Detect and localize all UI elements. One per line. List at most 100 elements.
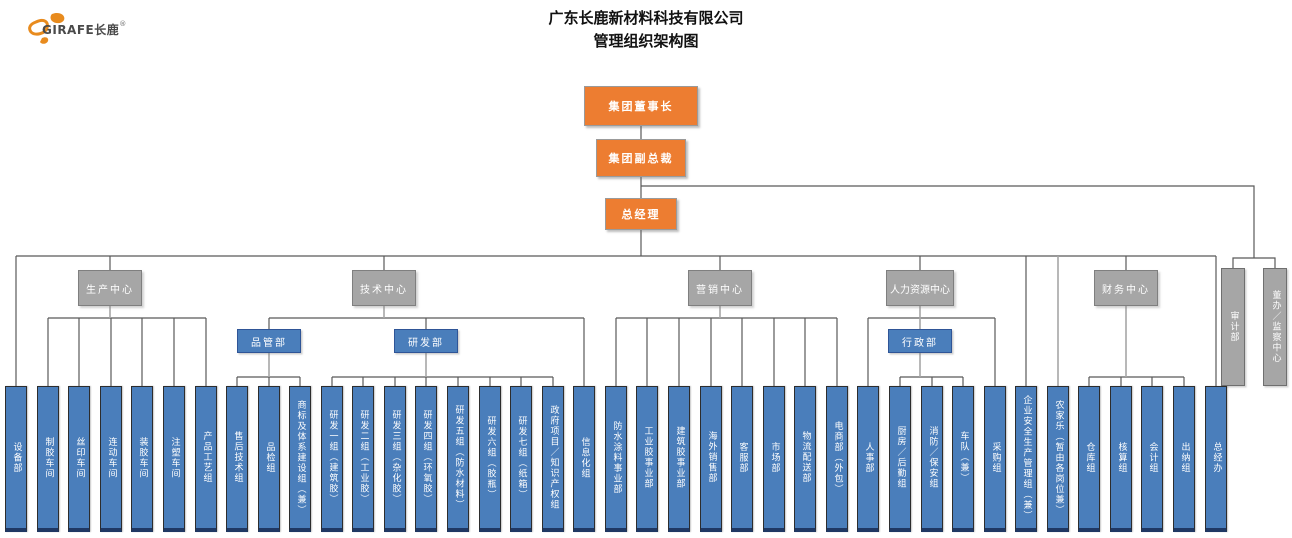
dept-label: 信息化组 xyxy=(579,436,590,479)
dept-label: 制胶车间 xyxy=(43,436,54,479)
dept-box: 建筑胶事业部 xyxy=(668,386,690,532)
node-label: 董办／监察中心 xyxy=(1270,290,1281,364)
registered-mark: ® xyxy=(119,20,127,28)
dept-label: 核算组 xyxy=(1116,441,1127,474)
dept-label: 研发五组（防水材料） xyxy=(453,405,464,510)
dept-box: 电商部（外包） xyxy=(826,386,848,532)
dept-box: 厨房／后勤组 xyxy=(889,386,911,532)
dept-box: 会计组 xyxy=(1141,386,1163,532)
dept-label: 采购组 xyxy=(990,441,1001,474)
dept-box: 核算组 xyxy=(1110,386,1132,532)
node-group-chairman: 集团董事长 xyxy=(584,86,698,126)
dept-label: 研发七组（纸箱） xyxy=(516,415,527,500)
dept-label: 消防／保安组 xyxy=(927,426,938,489)
dept-label: 电商部（外包） xyxy=(832,420,843,495)
node-label: 行政部 xyxy=(902,337,938,349)
node-hr-center: 人力资源中心 xyxy=(886,270,954,306)
node-label: 集团董事长 xyxy=(608,100,674,113)
dept-label: 会计组 xyxy=(1147,441,1158,474)
dept-label: 连动车间 xyxy=(106,436,117,479)
dept-box: 采购组 xyxy=(984,386,1006,532)
node-label: 品管部 xyxy=(251,337,287,349)
dept-box: 售后技术组 xyxy=(226,386,248,532)
dept-label: 客服部 xyxy=(737,441,748,474)
dept-label: 建筑胶事业部 xyxy=(674,426,685,489)
node-rnd-dept: 研发部 xyxy=(394,329,458,353)
dept-box: 仓库组 xyxy=(1078,386,1100,532)
dept-label: 装胶车间 xyxy=(137,436,148,479)
dept-box: 市场部 xyxy=(763,386,785,532)
dept-box: 防水涂料事业部 xyxy=(605,386,627,532)
dept-label: 产品工艺组 xyxy=(201,431,212,484)
node-label: 营销中心 xyxy=(696,284,744,296)
node-label: 研发部 xyxy=(408,337,444,349)
dept-box: 研发七组（纸箱） xyxy=(510,386,532,532)
dept-label: 设备部 xyxy=(11,441,22,474)
dept-box: 工业胶事业部 xyxy=(636,386,658,532)
dept-label: 海外销售部 xyxy=(706,431,717,484)
dept-box: 客服部 xyxy=(731,386,753,532)
dept-box: 消防／保安组 xyxy=(921,386,943,532)
dept-label: 研发三组（杂化胶） xyxy=(390,410,401,505)
dept-box: 车队（兼） xyxy=(952,386,974,532)
dept-label: 研发四组（环氧胶） xyxy=(421,410,432,505)
dept-box: 研发六组（胶瓶） xyxy=(479,386,501,532)
dept-label: 工业胶事业部 xyxy=(642,426,653,489)
node-quality-dept: 品管部 xyxy=(237,329,301,353)
dept-label: 出纳组 xyxy=(1179,441,1190,474)
node-production-center: 生产中心 xyxy=(78,270,142,306)
dept-box: 制胶车间 xyxy=(37,386,59,532)
dept-box: 商标及体系建设组（兼） xyxy=(289,386,311,532)
company-logo: GIRAFE长鹿® xyxy=(16,12,126,46)
dept-label: 人事部 xyxy=(863,441,874,474)
dept-box: 农家乐（暂由各岗位兼） xyxy=(1047,386,1069,532)
dept-label: 企业安全生产管理组（兼） xyxy=(1021,394,1032,521)
node-group-vice-president: 集团副总裁 xyxy=(596,139,686,177)
dept-label: 市场部 xyxy=(769,441,780,474)
dept-label: 注塑车间 xyxy=(169,436,180,479)
dept-label: 研发二组（工业胶） xyxy=(358,410,369,505)
dept-label: 车队（兼） xyxy=(958,431,969,484)
node-label: 技术中心 xyxy=(360,284,408,296)
node-label: 人力资源中心 xyxy=(890,284,950,296)
dept-box: 物流配送部 xyxy=(794,386,816,532)
dept-label: 研发一组（建筑胶） xyxy=(327,410,338,505)
dept-box: 研发二组（工业胶） xyxy=(352,386,374,532)
node-general-manager: 总经理 xyxy=(605,198,677,230)
dept-box: 海外销售部 xyxy=(700,386,722,532)
dept-label: 政府项目／知识产权组 xyxy=(548,405,559,510)
dept-box: 设备部 xyxy=(5,386,27,532)
dept-label: 农家乐（暂由各岗位兼） xyxy=(1053,399,1064,516)
dept-label: 售后技术组 xyxy=(232,431,243,484)
node-label: 生产中心 xyxy=(86,284,134,296)
dept-box: 政府项目／知识产权组 xyxy=(542,386,564,532)
dept-box: 研发四组（环氧胶） xyxy=(415,386,437,532)
node-admin-dept: 行政部 xyxy=(888,329,952,353)
dept-box: 信息化组 xyxy=(573,386,595,532)
node-label: 财务中心 xyxy=(1102,284,1150,296)
logo-text: GIRAFE长鹿 xyxy=(42,22,120,37)
node-label: 总经理 xyxy=(621,208,661,221)
dept-label: 品检组 xyxy=(264,441,275,474)
dept-box: 研发三组（杂化胶） xyxy=(384,386,406,532)
dept-box: 出纳组 xyxy=(1173,386,1195,532)
dept-label: 仓库组 xyxy=(1084,441,1095,474)
dept-label: 丝印车间 xyxy=(74,436,85,479)
chart-title: 广东长鹿新材料科技有限公司 管理组织架构图 xyxy=(0,7,1292,53)
dept-box: 研发一组（建筑胶） xyxy=(321,386,343,532)
dept-box: 丝印车间 xyxy=(68,386,90,532)
dept-box: 企业安全生产管理组（兼） xyxy=(1015,386,1037,532)
dept-box: 产品工艺组 xyxy=(195,386,217,532)
node-audit-dept: 审计部 xyxy=(1221,268,1245,386)
dept-box: 研发五组（防水材料） xyxy=(447,386,469,532)
dept-label: 总经办 xyxy=(1211,441,1222,474)
dept-label: 物流配送部 xyxy=(800,431,811,484)
dept-label: 防水涂料事业部 xyxy=(611,420,622,495)
dept-label: 厨房／后勤组 xyxy=(895,426,906,489)
node-board-office: 董办／监察中心 xyxy=(1263,268,1287,386)
dept-box: 注塑车间 xyxy=(163,386,185,532)
node-label: 审计部 xyxy=(1228,311,1239,343)
girafe-logo-icon xyxy=(28,12,65,44)
